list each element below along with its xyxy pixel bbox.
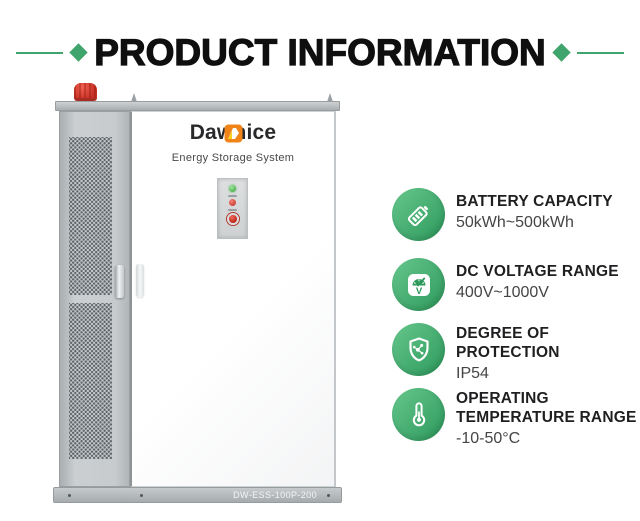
vent-grille-upper <box>69 137 112 295</box>
run-led <box>229 185 236 192</box>
svg-text:V: V <box>415 286 422 297</box>
led-label-mark <box>228 194 237 197</box>
page-title: PRODUCT INFORMATION <box>94 32 547 73</box>
led-label-mark <box>228 208 237 211</box>
spec-title: DC VOLTAGE RANGE <box>456 263 619 280</box>
emergency-stop-button <box>226 213 239 225</box>
cabinet-door <box>130 111 336 487</box>
spec-value: 400V~1000V <box>456 284 549 301</box>
thermometer-icon <box>392 388 445 441</box>
model-number: DW-ESS-100P-200 <box>233 490 317 500</box>
cabinet-top-cap <box>55 101 340 111</box>
control-panel <box>217 178 248 239</box>
alarm-led <box>229 199 236 206</box>
cabinet-base: DW-ESS-100P-200 <box>53 487 342 503</box>
spec-title: BATTERY CAPACITY <box>456 193 613 210</box>
door-handle <box>136 264 144 297</box>
header-left-line <box>16 51 64 54</box>
base-bolt <box>68 494 71 497</box>
battery-icon <box>392 188 445 241</box>
base-bolt <box>140 494 143 497</box>
dawnice-logo-icon <box>224 124 242 142</box>
voltmeter-icon: V <box>392 258 445 311</box>
page-header: PRODUCT INFORMATION <box>0 32 640 73</box>
alarm-beacon <box>74 83 97 101</box>
spec-dc-voltage-range: V DC VOLTAGE RANGE 400V~1000V <box>392 258 640 311</box>
spec-battery-capacity: BATTERY CAPACITY 50kWh~500kWh <box>392 188 640 241</box>
spec-list: BATTERY CAPACITY 50kWh~500kWh V <box>392 188 640 463</box>
vent-grille-lower <box>69 303 112 459</box>
brand-logo-row: Dawnice <box>130 121 336 145</box>
lifting-hook <box>131 93 137 102</box>
base-bolt <box>327 494 330 497</box>
brand-subtitle: Energy Storage System <box>171 152 295 164</box>
spec-value: 50kWh~500kWh <box>456 214 574 231</box>
spec-value: IP54 <box>456 365 489 382</box>
header-right-line <box>576 51 624 54</box>
spec-value: -10-50°C <box>456 430 521 447</box>
diamond-icon <box>552 43 571 62</box>
panel-handle <box>115 265 124 298</box>
shield-icon <box>392 323 445 376</box>
lifting-hook <box>327 93 333 102</box>
diamond-icon <box>69 43 88 62</box>
energy-storage-cabinet-image: Dawnice Energy Storage System DW-ESS-100… <box>53 82 342 503</box>
